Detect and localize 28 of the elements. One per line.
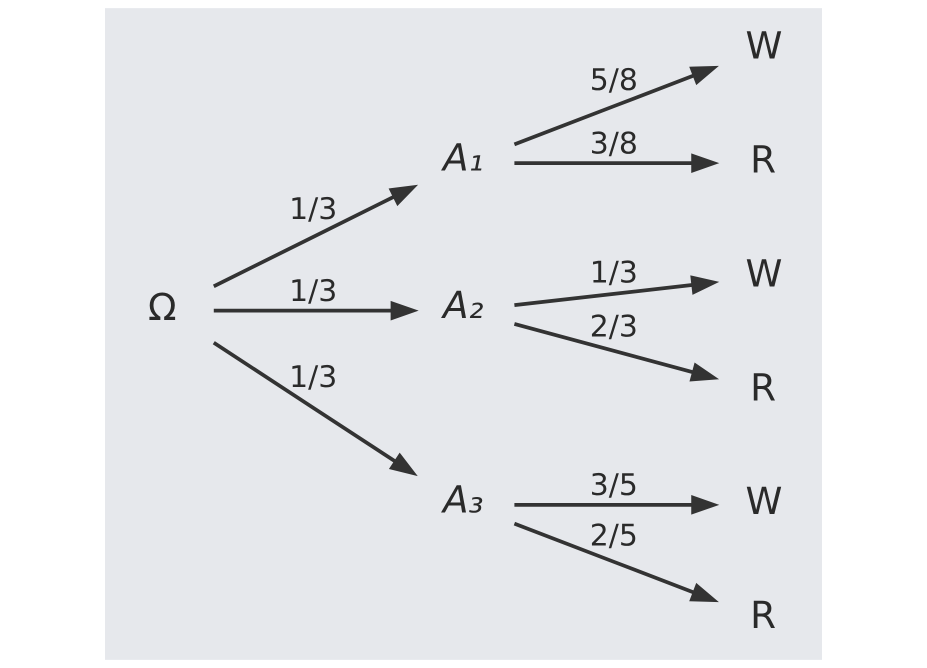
node-text: W <box>745 251 782 296</box>
arrow <box>212 341 418 476</box>
arrow <box>514 66 719 146</box>
edge-label: 3/8 <box>590 126 638 162</box>
arrow <box>514 322 720 382</box>
arrow <box>514 495 720 515</box>
node-text: A₁ <box>442 136 484 180</box>
arrow <box>514 522 719 602</box>
edge-label: 1/3 <box>289 192 338 227</box>
arrow <box>514 275 720 307</box>
node-text: W <box>745 479 782 524</box>
node-text: Ω <box>148 284 176 329</box>
node-text: R <box>750 593 776 638</box>
node-text: R <box>750 137 776 182</box>
edge-label: 1/3 <box>590 255 638 290</box>
edge-label: 1/3 <box>289 274 338 309</box>
arrow <box>214 300 419 320</box>
edge-label: 5/8 <box>590 62 638 98</box>
edge-label: 2/3 <box>590 309 638 344</box>
node-text: A₃ <box>442 477 484 522</box>
node-text: A₂ <box>442 283 484 328</box>
arrow <box>212 184 418 288</box>
edge-label: 1/3 <box>289 360 338 395</box>
node-text: W <box>745 24 782 68</box>
edge-label: 2/5 <box>590 518 638 554</box>
arrow <box>514 153 720 173</box>
node-text: R <box>750 365 776 410</box>
edge-label: 3/5 <box>590 468 638 504</box>
